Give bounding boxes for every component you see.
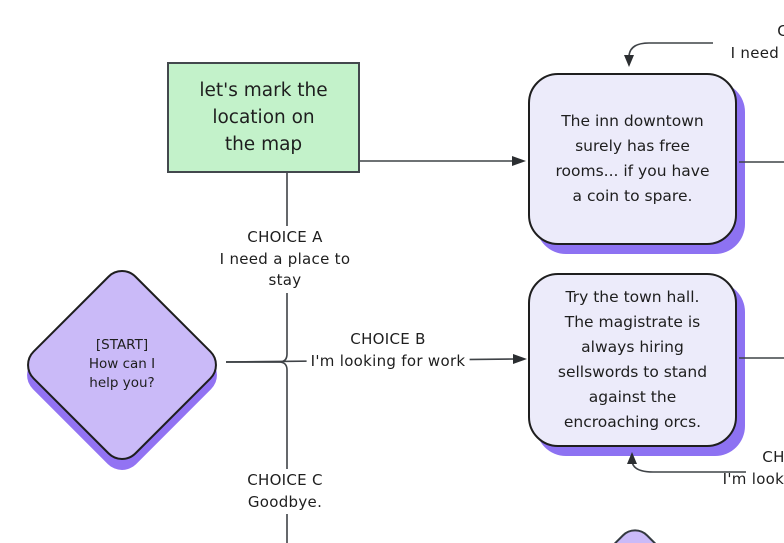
- action-note-node[interactable]: let's mark the location on the map: [167, 62, 360, 173]
- connector-choice-a-far-arrow[interactable]: [624, 42, 713, 67]
- connector-start-to-goodbye[interactable]: [226, 361, 288, 543]
- connector-action-to-inn-arrow[interactable]: [360, 156, 526, 166]
- start-node-label: [START] How can I help you?: [88, 337, 156, 391]
- edge-label-choice-a-far[interactable]: CHOICE A I need a place to stay: [730, 22, 784, 62]
- edge-label-choice-b[interactable]: CHOICE B I'm looking for work: [306, 328, 470, 373]
- edge-label-choice-c[interactable]: CHOICE C Goodbye.: [243, 469, 327, 514]
- inn-response-node[interactable]: The inn downtown surely has free rooms..…: [528, 73, 737, 245]
- edge-label-choice-a[interactable]: CHOICE A I need a place to stay: [215, 226, 355, 293]
- townhall-response-node[interactable]: Try the town hall. The magistrate is alw…: [528, 273, 737, 447]
- goodbye-node-body: [528, 521, 742, 543]
- edge-label-choice-b-far[interactable]: CHOICE B I'm looking for work: [722, 448, 784, 488]
